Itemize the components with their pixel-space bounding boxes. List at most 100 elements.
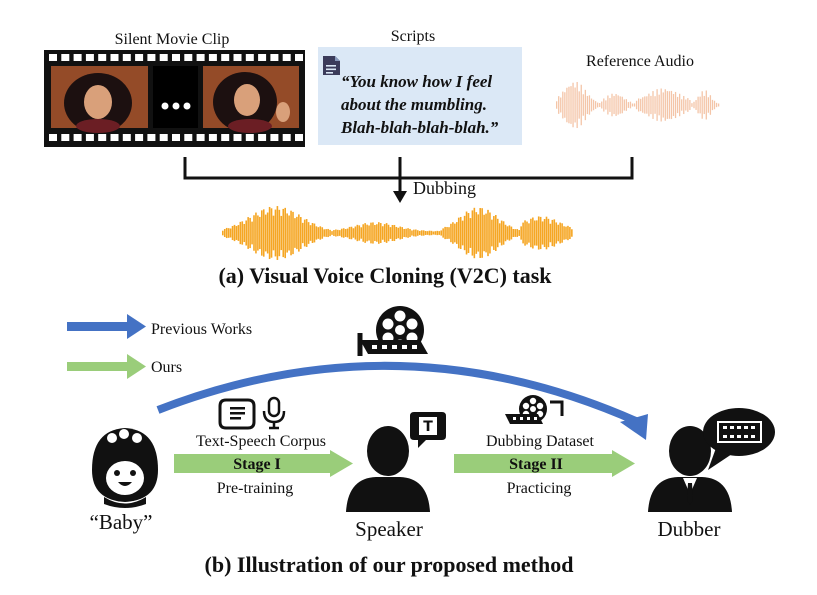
dubbed-wave-bar [303, 219, 306, 247]
dubbed-wave-bar [418, 230, 421, 236]
dubbed-wave-bar [413, 229, 415, 237]
dubbed-wave-bar [223, 229, 226, 237]
reference-wave-bar [584, 89, 586, 121]
dubbed-wave-bar [333, 230, 335, 236]
reference-wave-bar [683, 95, 685, 115]
movie-frame-2 [203, 66, 299, 133]
dubbed-wave-bar [301, 222, 304, 244]
reference-wave-bar [566, 87, 568, 123]
dubbed-wave-bar [506, 226, 509, 240]
film-perforation [196, 134, 205, 141]
dubbed-wave-bar [401, 227, 403, 239]
dubbed-wave-bar [446, 227, 448, 239]
dubbed-wave-bar [266, 212, 269, 254]
reference-wave-bar [572, 82, 574, 128]
dubbed-wave-bar [537, 216, 540, 250]
film-perforation [49, 54, 57, 61]
reference-wave-bar [588, 95, 591, 115]
reference-wave-bar [652, 91, 654, 119]
dubbed-wave-bar [350, 226, 353, 240]
dubbed-wave-bar [534, 220, 536, 246]
speaker-icon [346, 426, 430, 512]
stage2-activity: Practicing [507, 480, 572, 497]
stage2-arrow [454, 450, 635, 477]
dubbed-wave-bar [543, 219, 546, 247]
dubbed-wave-bar [379, 223, 382, 243]
dubbed-wave-bar [356, 224, 359, 242]
reference-wave-bar [670, 90, 673, 120]
dubbed-wave-bar [411, 230, 413, 236]
stage1-activity: Pre-training [217, 480, 293, 497]
dubbed-wave-bar [243, 223, 246, 243]
dubbed-wave-bar [370, 222, 372, 244]
dubbed-wave-bar [438, 231, 441, 235]
video-label: Silent Movie Clip [115, 31, 230, 48]
dubbed-wave-bar [567, 225, 569, 241]
dubbed-wave-bar [294, 218, 296, 248]
dubbed-wave-bar [335, 229, 337, 237]
dubbed-wave-bar [479, 208, 481, 258]
film-perforation [135, 54, 144, 61]
dubbed-wave-bar [397, 227, 400, 239]
dubbed-wave-bar [278, 209, 281, 257]
dubbing-label: Dubbing [413, 178, 476, 198]
dubbed-wave-bar [364, 223, 366, 243]
film-perforation [49, 134, 57, 141]
speech-bubble-letter: T [423, 419, 433, 435]
previous-works-arc-arrowhead [620, 414, 648, 440]
reference-wave-bar [558, 96, 560, 114]
dubbed-wave-bar [360, 227, 363, 239]
dubbed-wave-bar [245, 220, 247, 246]
dubbed-wave-bar [432, 231, 435, 235]
reference-wave-bar [703, 95, 705, 115]
dubbed-wave-bar [387, 224, 390, 242]
reference-wave-bar [687, 98, 689, 112]
dubbed-wave-bar [374, 224, 376, 242]
reference-wave-bar [629, 101, 632, 109]
microphone-icon [262, 396, 286, 430]
dubbed-wave-bar [282, 208, 285, 258]
reference-wave-bar [578, 91, 580, 119]
script-box [318, 47, 522, 145]
dubbed-wave-bar [274, 209, 277, 257]
film-perforation [61, 134, 70, 141]
dubbed-wave-bar [434, 231, 437, 235]
dubbed-wave-bar [264, 214, 267, 252]
reference-wave-bar [713, 100, 716, 110]
dubbed-wave-bar [272, 215, 275, 251]
dubbed-wave-bar [512, 228, 515, 238]
reference-wave-bar [582, 94, 584, 116]
dubbed-wave-bar [457, 217, 460, 249]
dubbed-wave-bar [489, 212, 491, 254]
dubber-label: Dubber [658, 517, 721, 541]
stage1-data-label: Text-Speech Corpus [196, 433, 326, 450]
dubbed-wave-bar [561, 223, 563, 243]
dubbed-wave-bar [311, 223, 314, 243]
dubbed-wave-bar [342, 228, 345, 238]
movie-frame-1 [51, 66, 148, 133]
dubbed-wave-bar [383, 224, 386, 242]
dubbed-wave-bar [241, 221, 244, 245]
film-perforation [98, 134, 107, 141]
reference-audio-waveform [556, 81, 720, 129]
reference-wave-bar [646, 96, 648, 114]
dubbed-wave-bar [471, 210, 474, 256]
film-perforation [85, 54, 94, 61]
reference-wave-bar [707, 97, 709, 113]
film-reel-icon [505, 395, 564, 424]
dubbed-wave-bar [368, 225, 370, 241]
dubbed-wave-bar [422, 230, 425, 236]
reference-wave-bar [586, 95, 589, 115]
dubbed-wave-bar [344, 229, 347, 237]
reference-wave-bar [662, 92, 664, 118]
dubbed-wave-bar [493, 216, 495, 250]
film-perforation [295, 134, 303, 141]
reference-wave-bar [590, 98, 593, 112]
dubbed-wave-bar [270, 208, 273, 258]
reference-wave-bar [601, 101, 603, 109]
reference-wave-bar [664, 89, 666, 121]
script-line-1: “You know how I feel [341, 72, 492, 91]
dubbed-wave-bar [389, 227, 392, 239]
dubbed-wave-bar [315, 226, 318, 240]
dubbed-wave-bar [229, 228, 232, 238]
